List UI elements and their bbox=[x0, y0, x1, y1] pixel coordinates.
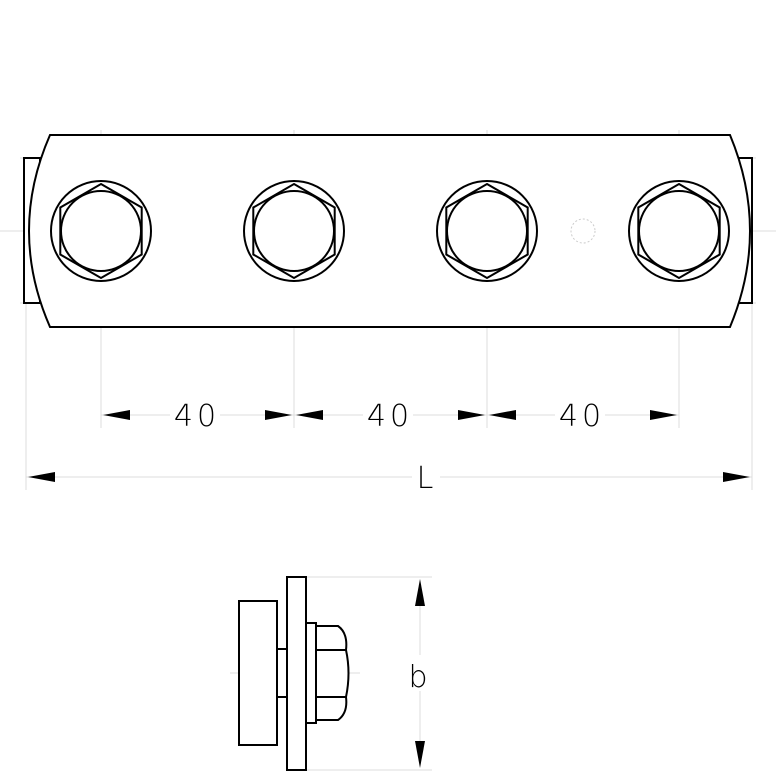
hex-nut bbox=[315, 625, 350, 721]
spacing-label: 40 bbox=[367, 399, 413, 434]
connector-plate-side bbox=[286, 576, 307, 771]
spacing-label: 40 bbox=[559, 399, 605, 434]
back-plate bbox=[238, 600, 278, 746]
washer bbox=[305, 622, 317, 724]
watermark-logo bbox=[570, 218, 596, 244]
connector-plate bbox=[28, 134, 751, 328]
shank bbox=[276, 648, 288, 698]
length-label: L bbox=[417, 461, 438, 496]
dimension-arrows bbox=[28, 410, 750, 768]
plate-top-view bbox=[23, 134, 753, 328]
width-label: b bbox=[408, 660, 431, 695]
spacing-label: 40 bbox=[174, 399, 220, 434]
side-view bbox=[238, 576, 350, 771]
